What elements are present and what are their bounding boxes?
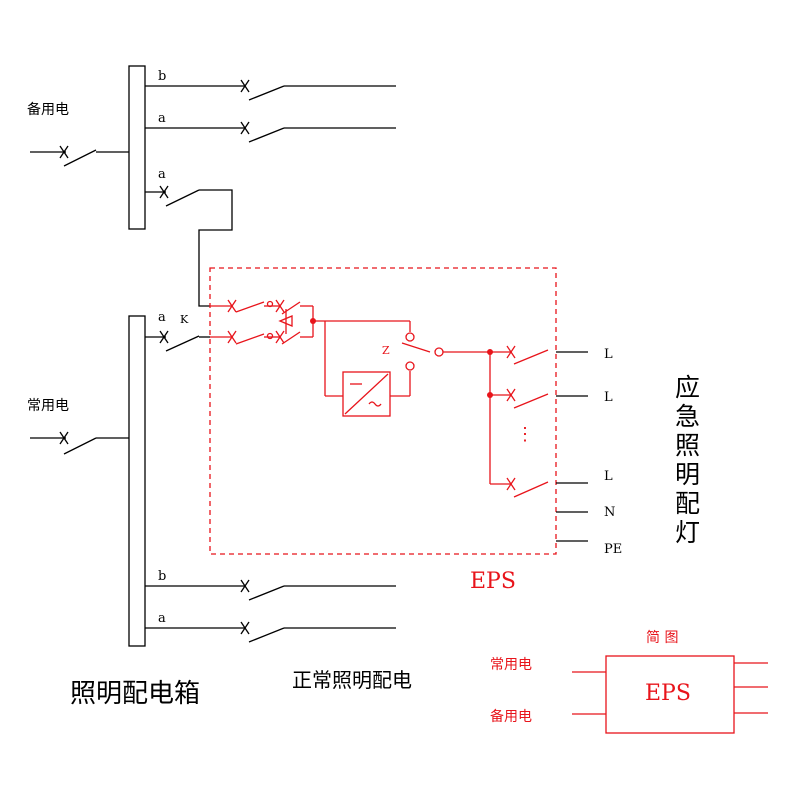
ellipsis-dots: ⋮ <box>516 424 534 445</box>
bottom-feeder-b-label: b <box>158 569 166 584</box>
top-feeder-b-label: b <box>158 69 166 84</box>
normal-lighting-label: 正常照明配电 <box>292 668 412 692</box>
switch-z-label: Z <box>382 344 390 357</box>
output-l3-label: L <box>604 469 613 484</box>
simple-eps-label: EPS <box>645 681 691 706</box>
top-feeder-b <box>145 79 396 101</box>
eps-label: EPS <box>470 569 516 594</box>
simple-diagram <box>572 655 768 734</box>
normal-input-line <box>30 431 129 455</box>
backup-busbar <box>128 65 146 230</box>
bottom-feeder-a <box>145 621 396 643</box>
emergency-lighting-label: 应急照明配灯 <box>672 374 701 548</box>
backup-power-label: 备用电 <box>27 101 69 118</box>
normal-to-eps-line <box>145 330 210 352</box>
eps-internal-bus <box>310 318 415 397</box>
top-feeder-a <box>145 121 396 143</box>
inverter-module <box>342 361 415 417</box>
output-l1-label: L <box>604 347 613 362</box>
output-breaker-2 <box>490 388 588 409</box>
backup-to-eps-a-label: a <box>158 167 166 182</box>
output-l2-label: L <box>604 390 613 405</box>
simple-backup-input-label: 备用电 <box>490 708 532 725</box>
backup-to-eps-line <box>145 185 233 307</box>
output-n-label: N <box>604 505 615 520</box>
simple-eps-box <box>605 655 735 734</box>
normal-power-label: 常用电 <box>27 398 69 414</box>
breaker-k-label: K <box>180 313 189 326</box>
eps-normal-input <box>210 309 314 345</box>
eps-dashed-boundary <box>209 267 557 555</box>
lighting-panel-title: 照明配电箱 <box>70 679 200 709</box>
normal-busbar <box>128 315 146 647</box>
eps-backup-input <box>210 299 314 321</box>
output-breaker-3 <box>490 477 588 498</box>
eps-output-bus <box>487 349 493 484</box>
bottom-feeder-b <box>145 579 396 601</box>
backup-input-line <box>30 145 129 167</box>
transfer-switch-z <box>401 342 490 357</box>
output-pe-label: PE <box>604 542 622 557</box>
simple-diagram-title: 简 图 <box>646 629 678 646</box>
output-breaker-1 <box>490 345 588 365</box>
simple-normal-input-label: 常用电 <box>490 657 532 673</box>
bottom-feeder-a-label: a <box>158 611 166 626</box>
top-feeder-a-label: a <box>158 111 166 126</box>
normal-to-eps-a-label: a <box>158 310 166 325</box>
